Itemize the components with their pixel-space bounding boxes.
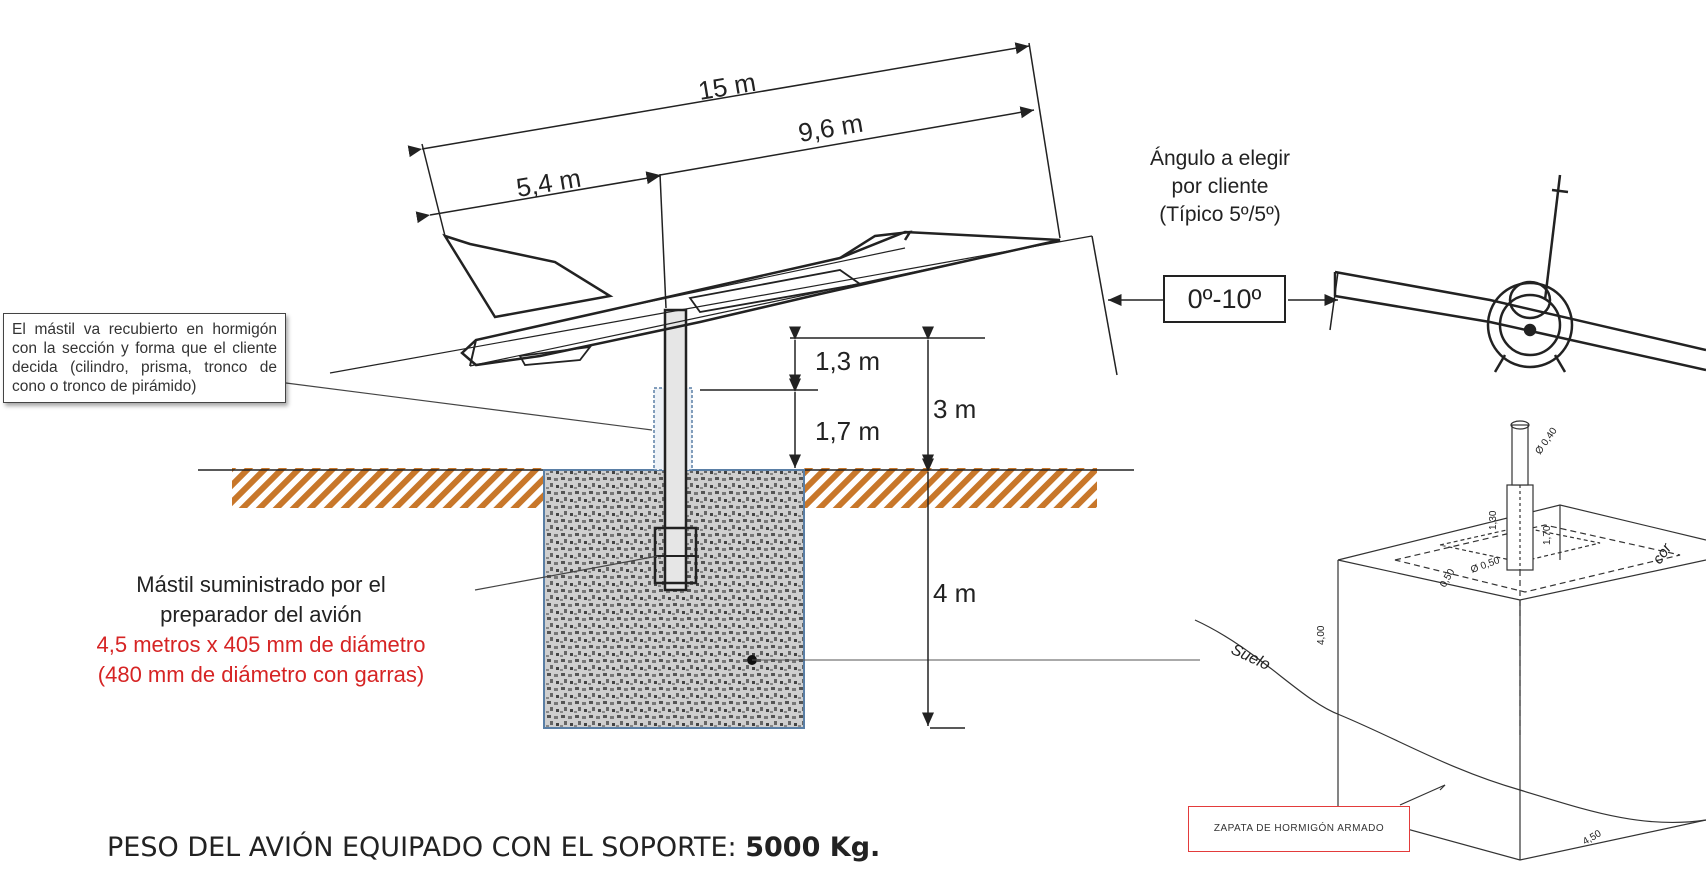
ground-hatch-right bbox=[804, 468, 1097, 508]
mast-note-line2: preparador del avión bbox=[160, 602, 362, 627]
mast-leader bbox=[474, 555, 659, 591]
dim-total-height: 3 m bbox=[933, 394, 976, 424]
iso-dim-top: 1,30 bbox=[1488, 510, 1499, 530]
angle-range-box: 0º-10º bbox=[1163, 275, 1286, 323]
mast-supply-note: Mástil suministrado por el preparador de… bbox=[66, 570, 456, 690]
footing-label: ZAPATA DE HORMIGÓN ARMADO bbox=[1188, 806, 1410, 852]
height-dimensions bbox=[700, 326, 985, 729]
dim-total-length: 15 m bbox=[696, 67, 758, 106]
angle-note-line3: (Típico 5º/5º) bbox=[1159, 203, 1281, 226]
angle-choice-note: Ángulo a elegir por cliente (Típico 5º/5… bbox=[1105, 145, 1335, 229]
dim-foundation-depth: 4 m bbox=[933, 578, 976, 608]
weight-label: PESO DEL AVIÓN EQUIPADO CON EL SOPORTE: bbox=[107, 832, 737, 863]
aircraft-side-view bbox=[329, 230, 1093, 374]
aircraft-front-view bbox=[1333, 174, 1706, 373]
dim-mast-above: 1,3 m bbox=[815, 346, 880, 376]
mast-cover-callout: El mástil va recubierto en hormigón con … bbox=[3, 313, 286, 403]
isometric-footing-sketch bbox=[1194, 420, 1706, 861]
iso-dim-top-phi: Ø 0,40 bbox=[1533, 425, 1559, 456]
angle-note-line1: Ángulo a elegir bbox=[1149, 147, 1291, 170]
mast bbox=[663, 308, 688, 592]
length-dimensions bbox=[407, 42, 1061, 309]
iso-dim-depth: 4,00 bbox=[1316, 625, 1327, 645]
mast-note-line1: Mástil suministrado por el bbox=[136, 572, 386, 597]
mast-claws-line: (480 mm de diámetro con garras) bbox=[97, 662, 425, 687]
iso-dim-pedestal: 1,70 bbox=[1542, 525, 1553, 545]
weight-value: 5000 Kg. bbox=[745, 832, 881, 863]
iso-side-label: cor bbox=[1649, 540, 1675, 568]
iso-ground-label: Suelo bbox=[1228, 641, 1272, 674]
angle-indicator bbox=[1091, 235, 1339, 376]
ground-hatch-left bbox=[232, 468, 544, 508]
angle-note-line2: por cliente bbox=[1171, 175, 1269, 198]
aircraft-weight: PESO DEL AVIÓN EQUIPADO CON EL SOPORTE: … bbox=[107, 832, 880, 863]
dim-pedestal-height: 1,7 m bbox=[815, 416, 880, 446]
dim-front-length: 5,4 m bbox=[514, 163, 583, 203]
iso-dim-diameter: Ø 0,50 bbox=[1469, 555, 1501, 576]
mast-dimensions-line: 4,5 metros x 405 mm de diámetro bbox=[96, 632, 426, 657]
callout-leader bbox=[285, 382, 653, 431]
